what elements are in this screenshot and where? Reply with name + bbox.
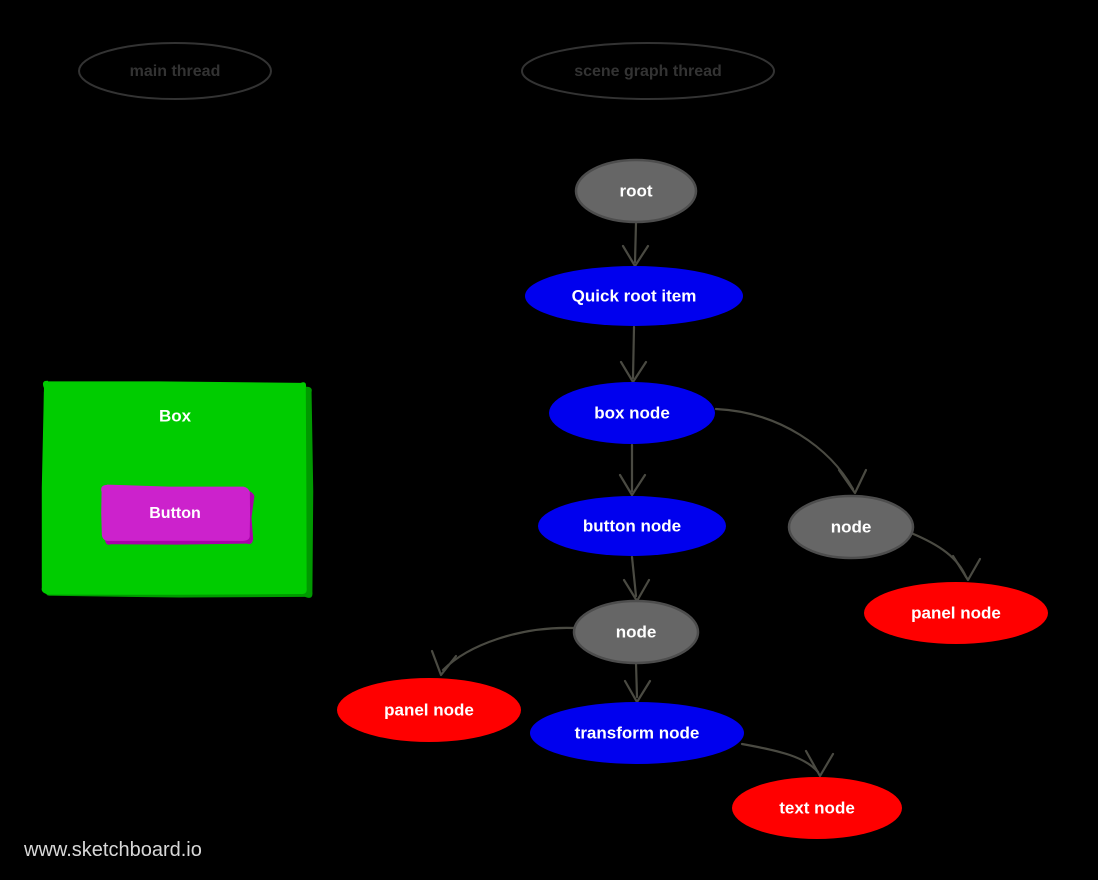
graph-node-root[interactable]: root	[576, 160, 696, 222]
graph-node-quick-root-item[interactable]: Quick root item	[525, 266, 743, 326]
thread-label-text: main thread	[130, 63, 221, 80]
watermark: www.sketchboard.io	[23, 839, 202, 861]
node-ellipse	[538, 496, 726, 556]
edge-node-mid-to-panel-node-left[interactable]	[432, 628, 575, 675]
graph-node-node-right[interactable]: node	[789, 496, 913, 558]
edge-button-node-to-node-mid[interactable]	[624, 557, 649, 601]
edge-line	[635, 223, 636, 262]
graph-node-button-node[interactable]: button node	[538, 496, 726, 556]
edge-node-mid-to-transform-node[interactable]	[625, 663, 650, 702]
edge-transform-node-to-text-node[interactable]	[742, 744, 833, 776]
button-widget-group[interactable]: Button	[101, 485, 254, 545]
node-ellipse	[337, 678, 521, 742]
thread-lane-scene-graph-thread[interactable]: scene graph thread	[522, 43, 774, 99]
edge-arrowhead-icon	[806, 751, 833, 776]
edge-line	[443, 628, 575, 670]
node-ellipse	[732, 777, 902, 839]
node-ellipse	[576, 160, 696, 222]
thread-labels-layer: main thread scene graph thread	[79, 43, 774, 99]
node-ellipse	[864, 582, 1048, 644]
edge-line	[636, 663, 637, 697]
node-ellipse	[530, 702, 744, 764]
node-ellipse	[549, 382, 715, 444]
edge-node-right-to-panel-node[interactable]	[911, 533, 980, 580]
graph-node-panel-node-right[interactable]: panel node	[864, 582, 1048, 644]
edge-line	[742, 744, 818, 772]
edge-line	[632, 557, 636, 596]
edge-line	[716, 409, 853, 489]
edge-root-to-quick-root-item[interactable]	[623, 223, 648, 266]
button-widget-shape[interactable]	[101, 485, 250, 541]
graph-nodes-layer: rootQuick root item box node node button no…	[337, 160, 1048, 839]
edge-line	[633, 327, 634, 378]
thread-lane-main-thread[interactable]: main thread	[79, 43, 271, 99]
graph-node-node-mid[interactable]: node	[574, 601, 698, 663]
edge-arrowhead-icon	[953, 556, 980, 580]
node-ellipse	[525, 266, 743, 326]
edge-box-node-to-node-right[interactable]	[716, 409, 866, 493]
node-ellipse	[789, 496, 913, 558]
edge-box-node-to-button-node[interactable]	[620, 445, 645, 495]
thread-ellipse	[522, 43, 774, 99]
graph-node-transform-node[interactable]: transform node	[530, 702, 744, 764]
graph-node-text-node[interactable]: text node	[732, 777, 902, 839]
graph-node-panel-node-left[interactable]: panel node	[337, 678, 521, 742]
thread-ellipse	[79, 43, 271, 99]
edge-quick-root-item-to-box[interactable]	[621, 327, 646, 382]
thread-label-text: scene graph thread	[574, 63, 722, 80]
edge-line	[911, 533, 966, 577]
graph-node-box-node[interactable]: box node	[549, 382, 715, 444]
node-ellipse	[574, 601, 698, 663]
